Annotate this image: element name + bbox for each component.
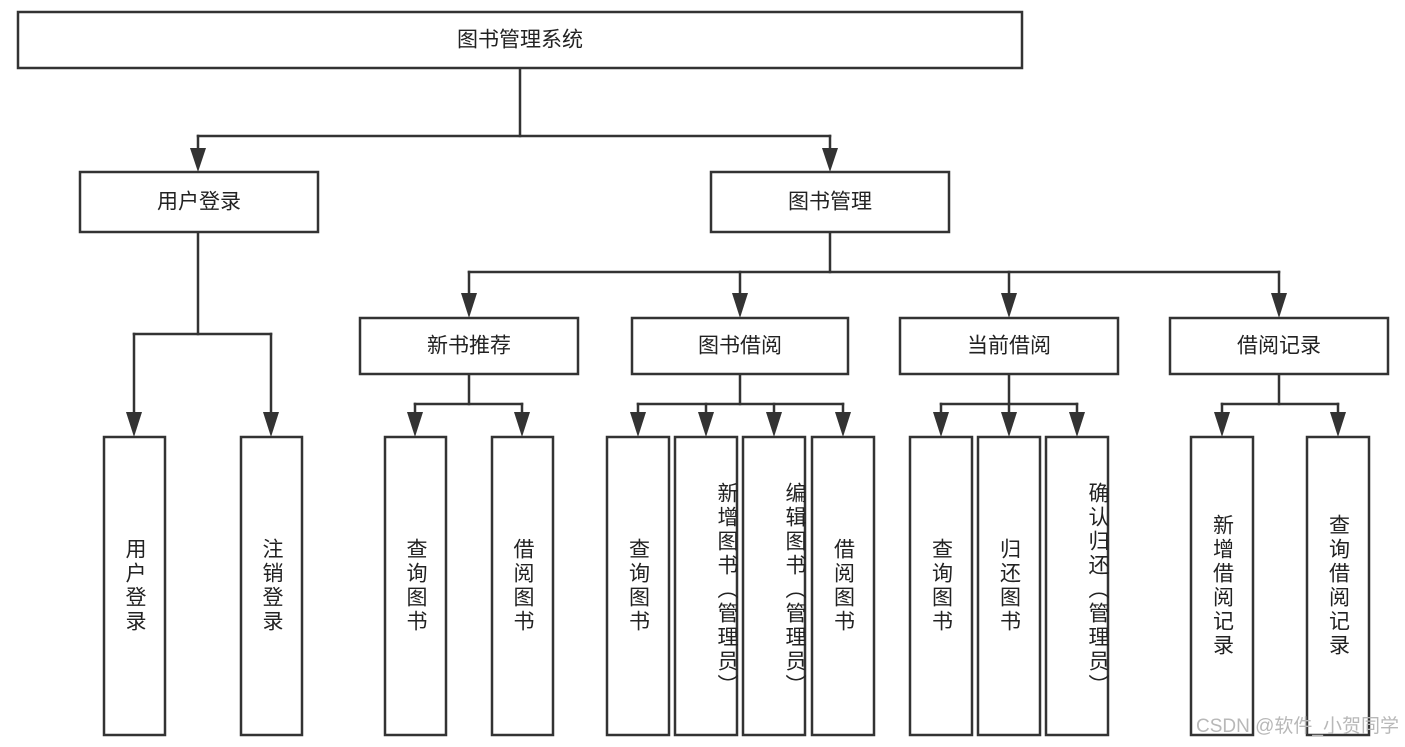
arrow-head-leaf-query-record [1330,412,1346,437]
node-current-borrow[interactable]: 当前借阅 [898,316,1120,376]
node-book-borrow[interactable]: 图书借阅 [630,316,850,376]
node-book-management-label: 图书管理 [788,191,872,214]
node-book-borrow-rect[interactable] [630,316,850,376]
node-leaf-query-book-1-rect[interactable] [383,435,448,737]
connector-group-user-login [126,230,279,437]
arrow-head-leaf-add-record [1214,412,1230,437]
node-user-login-rect[interactable] [78,170,320,234]
node-leaf-borrow-book-1-rect[interactable] [490,435,555,737]
node-book-borrow-label: 图书借阅 [698,335,782,358]
node-leaf-query-book-3-rect[interactable] [908,435,974,737]
csdn-watermark: CSDN @软件_小贺同学 [1196,716,1399,737]
connector-group-current-borrow [933,372,1085,437]
arrow-head-user-login [190,148,206,172]
node-leaf-query-record-rect[interactable] [1305,435,1371,737]
node-book-management-rect[interactable] [709,170,951,234]
node-leaf-add-record-rect[interactable] [1189,435,1255,737]
node-borrow-record-label: 借阅记录 [1237,335,1321,358]
node-root-label: 图书管理系统 [457,29,583,52]
node-current-borrow-label: 当前借阅 [967,335,1051,358]
arrow-head-leaf-user-login [126,412,142,437]
arrow-head-leaf-borrow-book-1 [514,412,530,437]
node-current-borrow-rect[interactable] [898,316,1120,376]
arrow-head-leaf-add-book [698,412,714,437]
leaf-boxes [102,435,1371,737]
node-root-rect[interactable] [16,10,1024,70]
arrow-head-leaf-logout-login [263,412,279,437]
arrow-head-book-management [822,148,838,172]
connector-group-root [190,66,838,172]
arrow-head-leaf-edit-book [766,412,782,437]
connector-group-book-management [461,230,1287,318]
arrow-head-leaf-query-book-1 [407,412,423,437]
arrow-head-leaf-query-book-3 [933,412,949,437]
node-borrow-record-rect[interactable] [1168,316,1390,376]
node-leaf-return-book-rect[interactable] [976,435,1042,737]
arrow-head-leaf-borrow-book-2 [835,412,851,437]
arrow-head-leaf-confirm-return [1069,412,1085,437]
node-borrow-record[interactable]: 借阅记录 [1168,316,1390,376]
arrow-head-book-borrow [732,293,748,318]
node-new-book-recommend-label: 新书推荐 [427,335,511,358]
node-user-login[interactable]: 用户登录 [78,170,320,234]
node-leaf-edit-book-rect[interactable] [741,435,807,737]
node-leaf-user-login-rect[interactable] [102,435,167,737]
arrow-head-leaf-return-book [1001,412,1017,437]
arrow-head-borrow-record [1271,293,1287,318]
node-leaf-add-book-rect[interactable] [673,435,739,737]
node-leaf-confirm-return-rect[interactable] [1044,435,1110,737]
arrow-head-new-book-recommend [461,293,477,318]
node-leaf-logout-login-rect[interactable] [239,435,304,737]
node-book-management[interactable]: 图书管理 [709,170,951,234]
node-new-book-recommend[interactable]: 新书推荐 [358,316,580,376]
node-user-login-label: 用户登录 [157,191,241,214]
connector-group-new-book-recommend [407,372,530,437]
node-leaf-borrow-book-2-rect[interactable] [810,435,876,737]
node-root[interactable]: 图书管理系统 [16,10,1024,70]
connector-group-borrow-record [1214,372,1346,437]
node-leaf-query-book-2-rect[interactable] [605,435,671,737]
connector-group-book-borrow [630,372,851,437]
arrow-head-current-borrow [1001,293,1017,318]
arrow-head-leaf-query-book-2 [630,412,646,437]
node-new-book-recommend-rect[interactable] [358,316,580,376]
